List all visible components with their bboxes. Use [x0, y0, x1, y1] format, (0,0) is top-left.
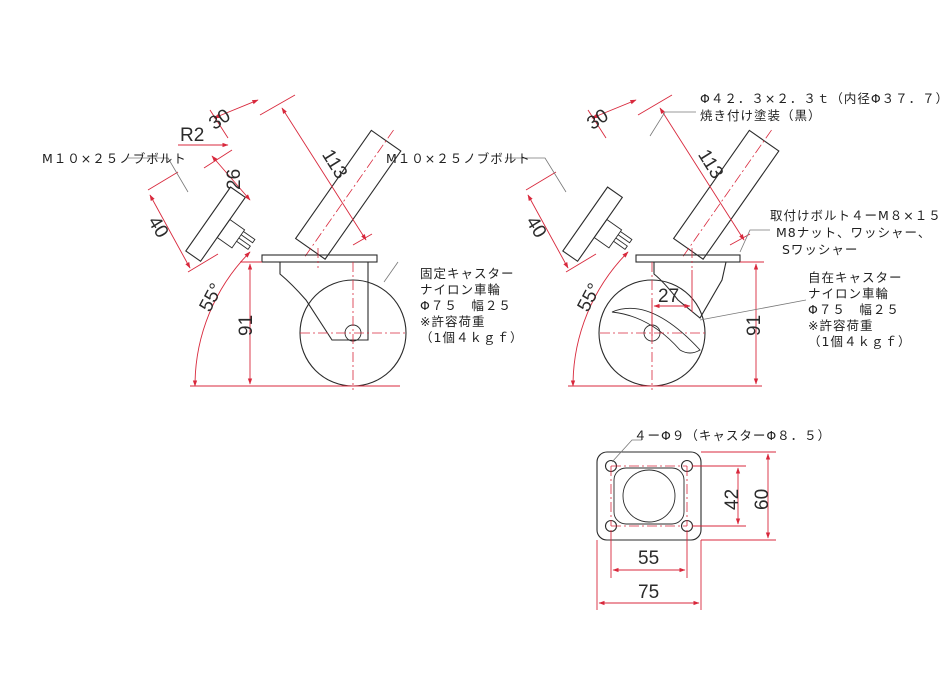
swivel-caster-view: 30 113 40 55° 27 91 M１０×２５ノブボルト Φ４２．３×２．… — [386, 91, 949, 390]
swivel-bolt-label: M１０×２５ノブボルト — [386, 151, 531, 166]
fixed-fork — [279, 262, 369, 341]
plate-inner-boss — [613, 467, 685, 525]
swivel-dim-113: 113 — [693, 146, 727, 183]
swivel-fork — [653, 261, 727, 319]
fixed-caster-view: 30 R2 26 113 40 55° 91 M１０×２５ノブボルト 固定キャス… — [42, 94, 523, 390]
fixed-spec-line-5: （1個４ｋｇｆ） — [420, 330, 523, 345]
swivel-spec-line-1: 自在キャスター — [808, 270, 903, 285]
fixed-spec-line-4: ※許容荷重 — [420, 314, 485, 329]
fixed-dim-40: 40 — [143, 213, 172, 242]
plate-center-bore — [622, 469, 676, 523]
fixed-spec-line-2: ナイロン車輪 — [420, 282, 501, 297]
plate-hole-label: ４ーΦ９（キャスターΦ８．５） — [634, 428, 831, 443]
swivel-spec-line-5: （1個４ｋｇｆ） — [808, 334, 911, 349]
swivel-knob-plate — [562, 186, 633, 263]
fixed-dim-26: 26 — [224, 169, 245, 190]
swivel-dim-30: 30 — [583, 105, 612, 134]
swivel-wheel-guard — [611, 308, 701, 354]
swivel-spec-line-4: ※許容荷重 — [808, 318, 873, 333]
fixed-tube — [294, 129, 402, 260]
fixed-dim-30: 30 — [205, 105, 234, 134]
fixed-spec-line-3: Φ７５ 幅２５ — [420, 298, 512, 313]
swivel-pipe-label: Φ４２．３×２．３ｔ（内径Φ３７．７） — [700, 91, 949, 106]
swivel-dim-55deg: 55° — [574, 280, 606, 315]
plate-dim-42: 42 — [722, 489, 743, 510]
plate-dim-75: 75 — [638, 582, 659, 603]
fixed-top-plate — [261, 254, 378, 263]
fixed-dim-91: 91 — [236, 315, 257, 336]
swivel-spec-line-3: Φ７５ 幅２５ — [808, 302, 900, 317]
plate-dim-55: 55 — [638, 548, 659, 569]
swivel-mount-line-1: 取付けボルト４ーM８×１５ — [770, 208, 942, 223]
plate-dim-60: 60 — [752, 489, 773, 510]
swivel-dim-91: 91 — [744, 315, 765, 336]
fixed-spec-line-1: 固定キャスター — [420, 266, 515, 281]
swivel-mount-line-2: M8ナット、ワッシャー、 — [776, 225, 931, 240]
swivel-spec-line-2: ナイロン車輪 — [808, 286, 889, 301]
fixed-bolt-label: M１０×２５ノブボルト — [42, 151, 187, 166]
swivel-top-plate — [635, 254, 741, 263]
fixed-dim-55deg: 55° — [196, 280, 228, 315]
fixed-dim-113: 113 — [317, 146, 351, 183]
swivel-finish-label: 焼き付け塗装（黒） — [700, 108, 822, 123]
fixed-dim-r2: R2 — [180, 125, 204, 146]
plate-outline — [596, 451, 702, 541]
mounting-plate-view: ４ーΦ９（キャスターΦ８．５） 42 60 55 75 — [596, 428, 831, 610]
swivel-dim-27: 27 — [658, 286, 679, 307]
swivel-mount-line-3: Sワッシャー — [782, 242, 858, 257]
swivel-tube — [672, 129, 780, 260]
swivel-dim-40: 40 — [521, 213, 550, 242]
